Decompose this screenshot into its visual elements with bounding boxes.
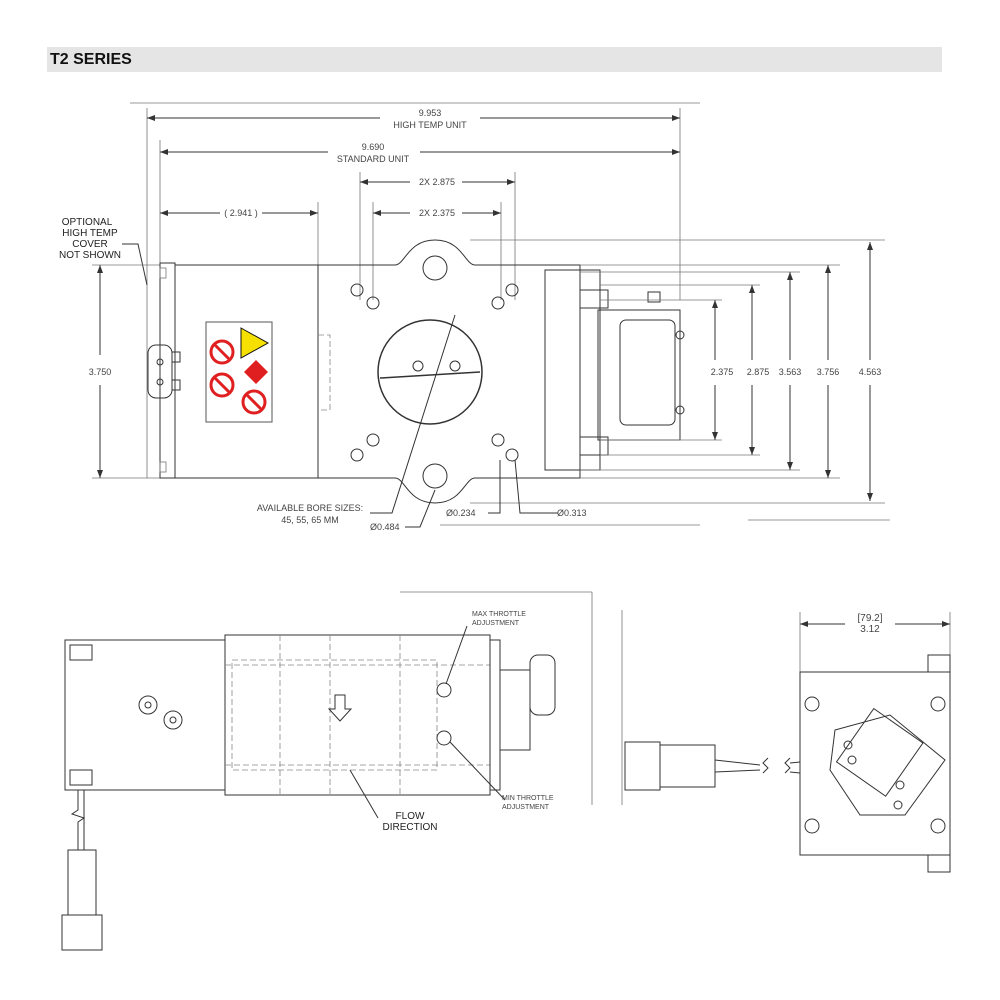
caution-icon (240, 327, 270, 359)
dim-high-temp-value: 9.953 (419, 108, 442, 118)
min-throttle-screw-icon (436, 730, 452, 746)
dim-2x-2375: 2X 2.375 (419, 208, 455, 218)
side-view: MAX THROTTLE ADJUSTMENT MIN THROTTLE ADJ… (61, 591, 593, 951)
end-view: [79.2] 3.12 (621, 610, 951, 873)
flow-arrow-icon (327, 694, 353, 722)
min-throttle-label: MIN THROTTLE (502, 795, 554, 802)
dia-0313: Ø0.313 (557, 508, 587, 518)
cover-note: OPTIONAL HIGH TEMP COVER NOT SHOWN (59, 217, 148, 286)
dia-0234: Ø0.234 (446, 508, 476, 518)
bore-sizes-label: AVAILABLE BORE SIZES: (257, 503, 363, 513)
bore-sizes-values: 45, 55, 65 MM (281, 515, 339, 525)
dim-right: 3.563 (779, 367, 802, 377)
sensor-plate (829, 714, 946, 816)
tps-sensor-end (835, 707, 924, 797)
dim-2941: ( 2.941 ) (224, 208, 258, 218)
dim-mm: [79.2] (857, 613, 882, 624)
section-header: T2 SERIES (47, 47, 942, 72)
dim-standard: 9.690 STANDARD UNIT (160, 142, 680, 164)
dim-high-temp: 9.953 HIGH TEMP UNIT (147, 108, 680, 130)
dim-right: 2.875 (747, 367, 770, 377)
hazmat-icon (244, 360, 268, 384)
top-view: 9.953 HIGH TEMP UNIT 9.690 STANDARD UNIT… (59, 102, 890, 532)
wire-break-icon (714, 757, 801, 774)
cover-note-line: COVER (72, 239, 108, 250)
max-throttle-label: ADJUSTMENT (472, 620, 520, 627)
dim-right: 2.375 (711, 367, 734, 377)
throttle-body (224, 634, 491, 796)
min-throttle-label: ADJUSTMENT (502, 804, 550, 811)
wire-break-icon (70, 790, 86, 850)
dim-height: 3.750 (89, 367, 112, 377)
cover-note-line: NOT SHOWN (59, 250, 121, 261)
motor (64, 639, 226, 791)
throttle-plate (377, 319, 483, 425)
dim-standard-label: STANDARD UNIT (337, 154, 410, 164)
flow-direction-label: DIRECTION (383, 822, 438, 833)
harness-connector (61, 914, 103, 951)
left-connector (147, 344, 181, 399)
end-connector (624, 741, 661, 791)
cover-note-line: OPTIONAL (62, 217, 113, 228)
side-connector (529, 654, 556, 716)
tps-sensor (544, 269, 685, 471)
max-throttle-label: MAX THROTTLE (472, 611, 526, 618)
dia-0484: Ø0.484 (370, 522, 400, 532)
dim-standard-value: 9.690 (362, 142, 385, 152)
max-throttle-screw-icon (436, 682, 452, 698)
flow-direction-label: FLOW (396, 811, 425, 822)
dim-2x-2875: 2X 2.875 (419, 177, 455, 187)
section-title: T2 SERIES (50, 51, 132, 68)
cover (159, 262, 176, 479)
end-housing (799, 671, 951, 856)
dim-high-temp-label: HIGH TEMP UNIT (393, 120, 467, 130)
dim-right: 4.563 (859, 367, 882, 377)
dim-in: 3.12 (860, 624, 880, 635)
warning-label (205, 321, 273, 423)
dim-right: 3.756 (817, 367, 840, 377)
cover-note-line: HIGH TEMP (62, 228, 118, 239)
